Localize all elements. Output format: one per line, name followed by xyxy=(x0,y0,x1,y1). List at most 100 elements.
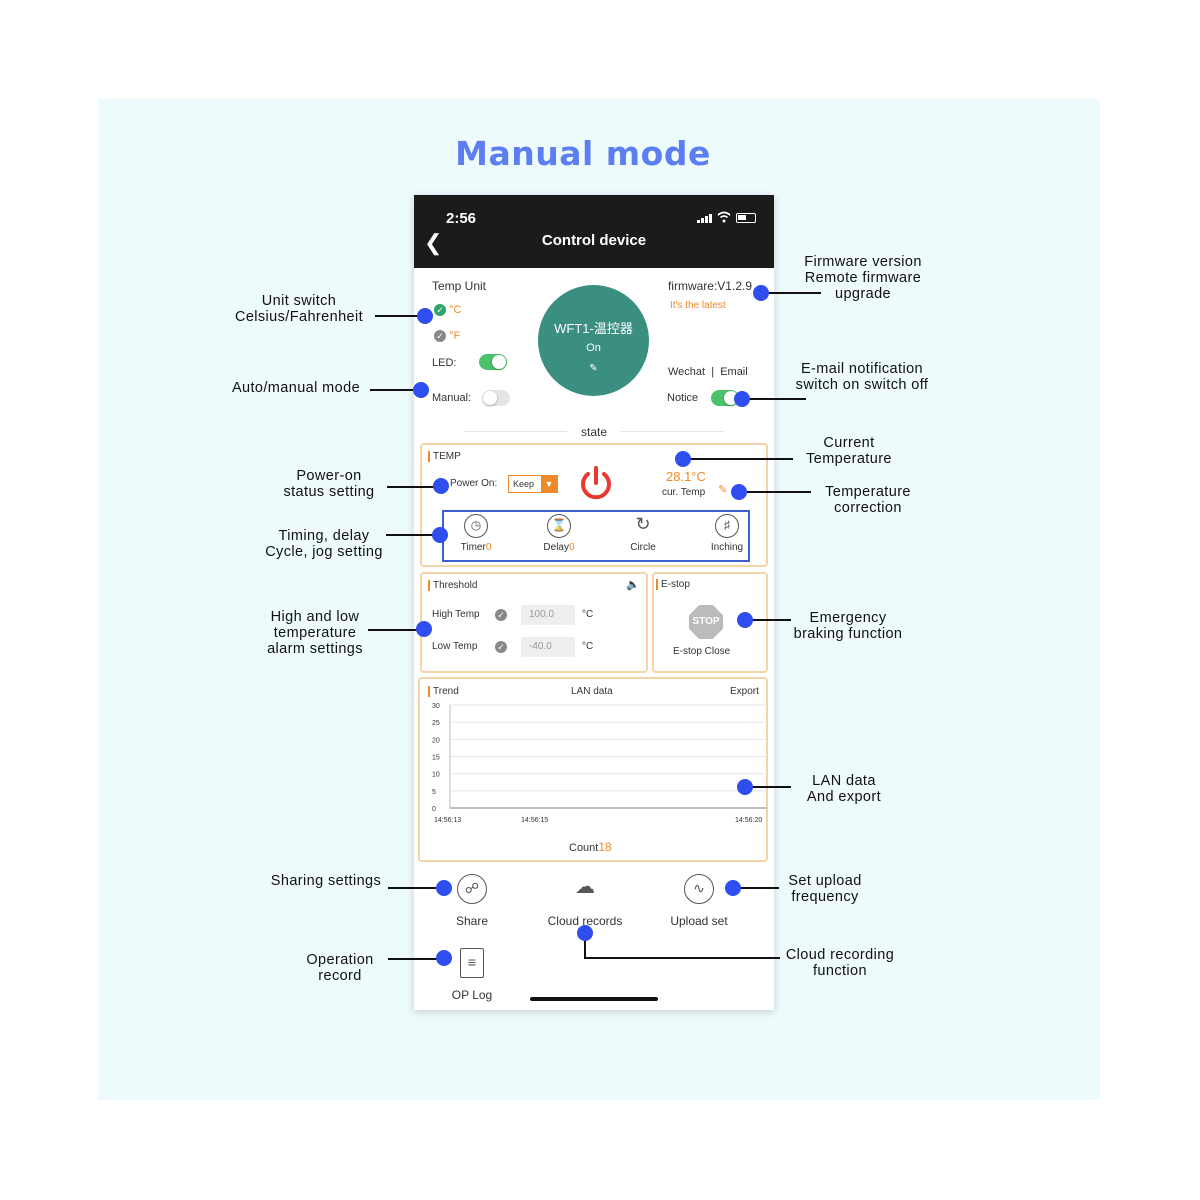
check-icon: ✓ xyxy=(434,304,446,316)
share-icon: ☍ xyxy=(457,874,487,904)
status-time: 2:56 xyxy=(446,210,477,227)
leader-line xyxy=(387,486,441,488)
current-temp-value: 28.1°C xyxy=(666,469,706,484)
estop-status: E-stop Close xyxy=(673,646,731,657)
cloud-icon: ☁ xyxy=(575,876,595,898)
x-tick-label: 14:56:20 xyxy=(735,817,762,824)
delay-count: 0 xyxy=(569,542,575,553)
check-icon: ✓ xyxy=(495,641,507,653)
temp-panel-label: TEMP xyxy=(428,451,461,462)
annotation-auto-manual: Auto/manual mode xyxy=(231,380,361,396)
back-arrow-icon[interactable]: ❮ xyxy=(424,230,443,255)
device-name: WFT1-温控器 xyxy=(554,321,633,336)
manual-toggle[interactable] xyxy=(482,390,510,406)
upload-set-button[interactable]: ∿ Upload set xyxy=(654,874,744,928)
fahrenheit-option[interactable]: ✓ °F xyxy=(434,330,460,342)
annotation-dot xyxy=(433,478,449,494)
y-tick-label: 30 xyxy=(432,703,440,710)
state-label: state xyxy=(414,425,774,439)
nav-title: Control device xyxy=(541,232,647,249)
annotation-dot xyxy=(734,391,750,407)
estop-label: E-stop xyxy=(656,579,690,590)
refresh-icon: ↻ xyxy=(635,514,651,534)
mute-icon[interactable]: 🔈 xyxy=(626,579,640,591)
timer-mode[interactable]: ◷ Timer0 xyxy=(446,514,506,553)
delay-mode[interactable]: ⌛ Delay0 xyxy=(529,514,589,553)
high-temp-input[interactable]: 100.0 xyxy=(521,605,575,625)
wifi-icon xyxy=(717,211,731,223)
x-tick-label: 14:56:13 xyxy=(434,817,461,824)
dropdown-arrow-icon: ▼ xyxy=(541,476,557,492)
leader-line xyxy=(388,887,444,889)
lan-data-label[interactable]: LAN data xyxy=(571,686,613,697)
annotation-dot xyxy=(675,451,691,467)
status-icons xyxy=(697,211,756,223)
power-on-value: Keep xyxy=(513,479,535,489)
high-temp-label: High Temp xyxy=(432,609,480,620)
circle-label: Circle xyxy=(630,542,656,553)
threshold-label: Threshold xyxy=(428,580,477,591)
annotation-dot xyxy=(436,950,452,966)
annotation-dot xyxy=(731,484,747,500)
inching-mode[interactable]: ♯ Inching xyxy=(697,514,757,553)
low-temp-unit: °C xyxy=(582,641,594,652)
inching-label: Inching xyxy=(710,542,744,553)
trend-label: Trend xyxy=(428,686,459,697)
leader-line xyxy=(733,887,779,889)
led-toggle[interactable] xyxy=(479,354,507,370)
leader-line xyxy=(745,619,791,621)
notice-label: Notice xyxy=(667,392,699,404)
top-bar: 2:56 ❮ Control device xyxy=(414,195,774,268)
page-title: Manual mode xyxy=(455,134,711,173)
temp-unit-label: Temp Unit xyxy=(432,279,487,293)
stop-sign-icon[interactable]: STOP xyxy=(689,605,723,639)
y-tick-label: 5 xyxy=(432,789,436,796)
power-on-select[interactable]: Keep ▼ xyxy=(508,475,558,493)
y-tick-label: 10 xyxy=(432,772,440,779)
x-tick-label: 14:56:15 xyxy=(521,817,548,824)
leader-line xyxy=(370,389,422,391)
leader-line xyxy=(761,292,821,294)
device-status-circle[interactable]: WFT1-温控器 On ✎ xyxy=(538,285,649,396)
circle-mode[interactable]: ↻ Circle xyxy=(613,514,673,553)
edit-temp-icon[interactable]: ✎ xyxy=(718,484,728,496)
power-button-icon[interactable] xyxy=(577,465,615,503)
annotation-dot xyxy=(577,925,593,941)
check-icon: ✓ xyxy=(434,330,446,342)
count-display: Count18 xyxy=(569,840,612,854)
y-tick-label: 0 xyxy=(432,806,436,813)
toggle-knob xyxy=(483,391,497,405)
leader-line xyxy=(584,933,586,959)
home-indicator xyxy=(530,997,658,1001)
clock-icon: ◷ xyxy=(464,514,488,538)
op-log-button[interactable]: ≡ OP Log xyxy=(427,948,517,1002)
annotation-sharing: Sharing settings xyxy=(270,873,382,889)
share-button[interactable]: ☍ Share xyxy=(427,874,517,928)
leader-line xyxy=(375,315,425,317)
export-button[interactable]: Export xyxy=(730,686,759,697)
annotation-dot xyxy=(737,779,753,795)
annotation-dot xyxy=(753,285,769,301)
firmware-version[interactable]: firmware:V1.2.9 xyxy=(667,279,752,293)
low-temp-input[interactable]: -40.0 xyxy=(521,637,575,657)
cloud-records-button[interactable]: ☁ Cloud records xyxy=(540,874,630,928)
edit-icon[interactable]: ✎ xyxy=(589,363,598,374)
celsius-label: °C xyxy=(449,304,462,316)
firmware-status: It's the latest xyxy=(670,300,726,311)
fahrenheit-label: °F xyxy=(449,330,461,342)
celsius-option[interactable]: ✓ °C xyxy=(434,304,461,316)
device-state: On xyxy=(586,342,601,354)
signal-icon xyxy=(697,214,712,223)
wechat-label: Wechat xyxy=(668,366,706,378)
manual-label: Manual: xyxy=(432,392,472,404)
annotation-dot xyxy=(417,308,433,324)
